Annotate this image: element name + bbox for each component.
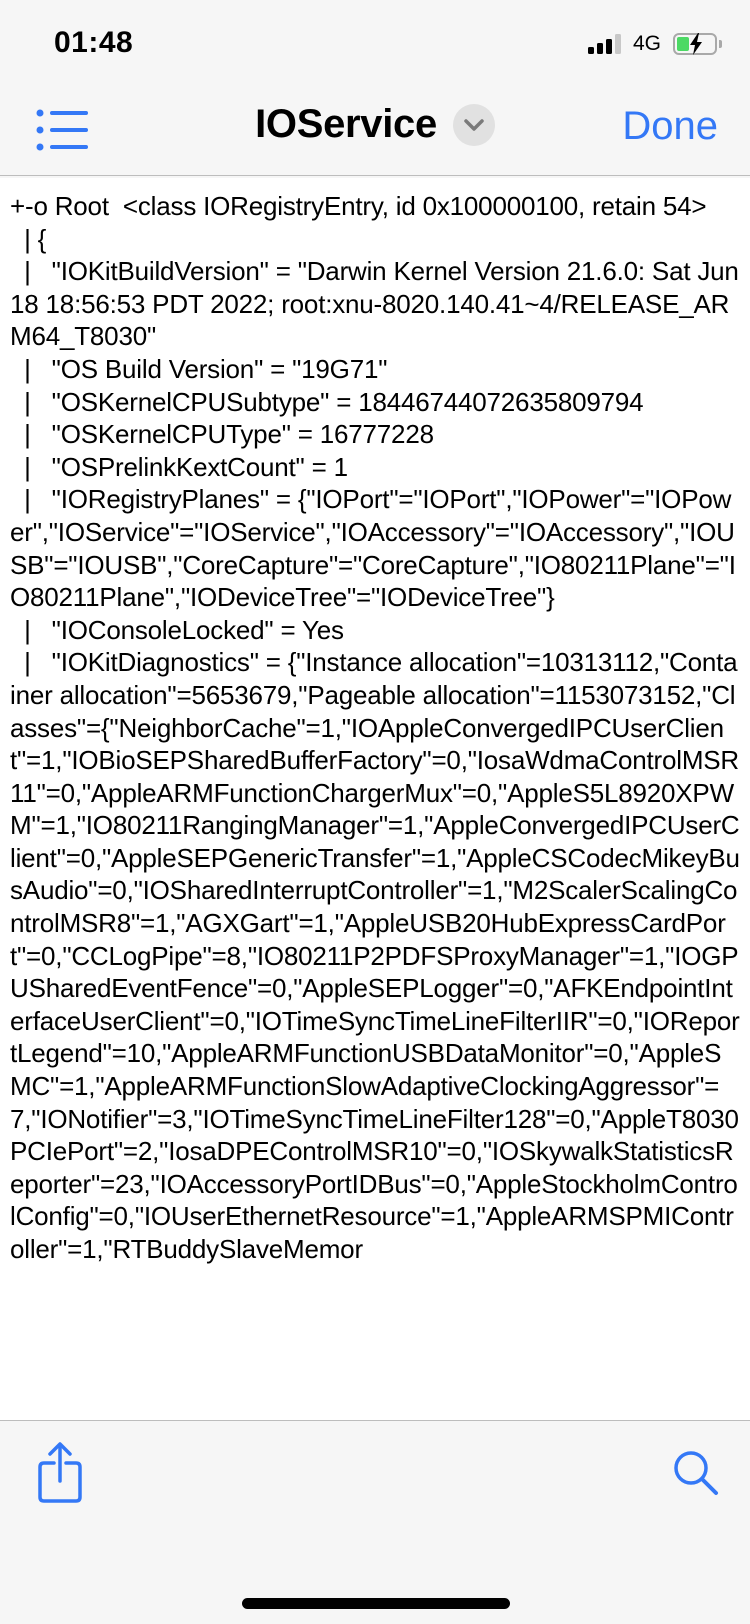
share-icon bbox=[38, 1442, 82, 1503]
status-time: 01:48 bbox=[54, 26, 134, 59]
done-button[interactable]: Done bbox=[622, 104, 718, 148]
registry-dump-text: +-o Root <class IORegistryEntry, id 0x10… bbox=[10, 191, 740, 1264]
title-dropdown-button[interactable] bbox=[452, 103, 495, 146]
page-title: IOService bbox=[255, 102, 437, 146]
bottom-toolbar bbox=[0, 1420, 750, 1624]
title-selector[interactable]: IOService bbox=[0, 102, 750, 147]
battery-tip bbox=[719, 40, 722, 48]
list-button[interactable] bbox=[36, 108, 94, 152]
home-indicator[interactable] bbox=[242, 1598, 510, 1609]
status-indicators: 4G bbox=[587, 32, 722, 56]
registry-text-view[interactable]: +-o Root <class IORegistryEntry, id 0x10… bbox=[0, 178, 750, 1420]
cellular-signal-icon bbox=[587, 34, 621, 54]
battery-icon bbox=[673, 33, 717, 55]
share-button[interactable] bbox=[36, 1441, 88, 1505]
network-type: 4G bbox=[632, 32, 661, 55]
list-icon bbox=[36, 109, 88, 151]
navigation-bar: IOService Done bbox=[0, 88, 750, 176]
status-bar: 01:48 4G bbox=[0, 0, 750, 88]
charging-bolt-icon bbox=[690, 33, 702, 55]
search-button[interactable] bbox=[672, 1449, 720, 1497]
chevron-down-icon bbox=[464, 118, 484, 131]
search-icon bbox=[674, 1451, 718, 1495]
